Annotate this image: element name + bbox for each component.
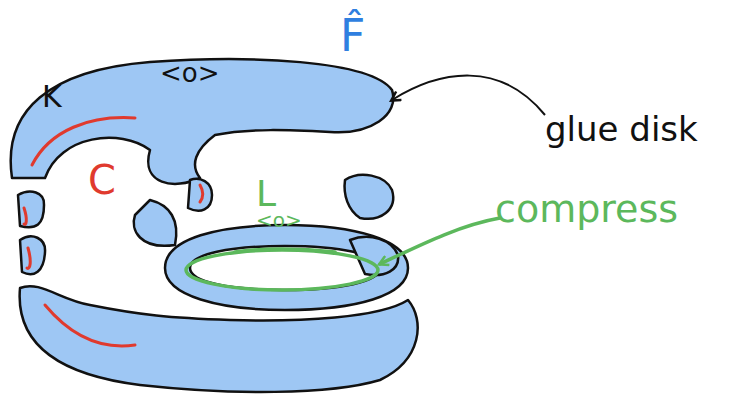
framing-subscript: <o> [256, 210, 302, 230]
framing-label: <o> [160, 60, 219, 86]
curve-label: C [88, 160, 116, 200]
knot-label: K [42, 82, 62, 112]
surface-label: F̂ [340, 14, 365, 58]
loop-label: L [256, 176, 276, 212]
callout-note: glue disk [545, 112, 698, 146]
callout-note: compress [495, 190, 678, 228]
